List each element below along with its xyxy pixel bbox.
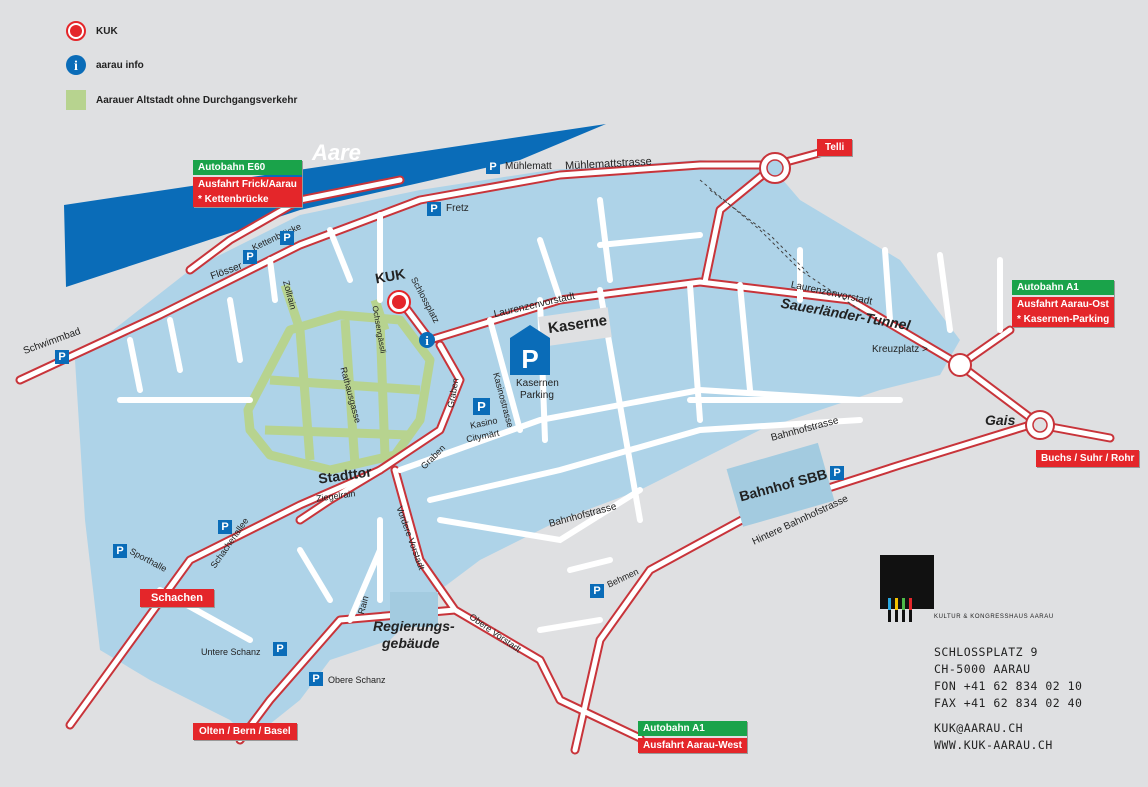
secondary-roads — [117, 197, 1003, 643]
place-gais: Gais — [985, 412, 1016, 428]
kasernen-parking-icon: P — [510, 325, 550, 375]
contact-block: SCHLOSSPLATZ 9 CH-5000 AARAU FON +41 62 … — [934, 644, 1082, 712]
legend-info-label: aarau info — [96, 59, 144, 71]
parking-kasernen-label-2: Parking — [520, 390, 554, 401]
sign-olten: Olten / Bern / Basel — [193, 723, 297, 740]
parking-fretz-label: Fretz — [446, 203, 469, 214]
parking-icon-kettenbruecke: P — [280, 231, 294, 245]
parking-icon-floesser: P — [243, 250, 257, 264]
info-icon: i — [66, 55, 86, 75]
roundabout-gais — [1025, 410, 1055, 440]
place-regierung-2: gebäude — [382, 635, 440, 651]
sign-a1-ost-exit1: Ausfahrt Aarau-Ost — [1012, 297, 1115, 312]
parking-muehlematt-label: Mühlematt — [505, 161, 552, 172]
parking-obere-label: Obere Schanz — [328, 675, 386, 685]
contact-address: SCHLOSSPLATZ 9 — [934, 645, 1038, 659]
parking-icon-kasino: P — [473, 398, 490, 415]
sign-e60-title: Autobahn E60 — [193, 160, 302, 175]
sign-autobahn-a1-ost: Autobahn A1 Ausfahrt Aarau-Ost * Kaserne… — [1012, 280, 1115, 327]
sign-autobahn-a1-west: Autobahn A1 Ausfahrt Aarau-West — [638, 721, 747, 753]
sign-telli: Telli — [817, 139, 853, 156]
parking-icon-untere: P — [273, 642, 287, 656]
legend-info: i aarau info — [66, 54, 144, 76]
legend-altstadt: Aarauer Altstadt ohne Durchgangsverkehr — [66, 89, 297, 111]
contact-fax: FAX +41 62 834 02 40 — [934, 696, 1083, 710]
contact-phone: FON +41 62 834 02 10 — [934, 679, 1083, 693]
parking-icon-obere: P — [309, 672, 323, 686]
sign-a1-west-title: Autobahn A1 — [638, 721, 747, 736]
logo-caption: KULTUR & KONGRESSHAUS AARAU — [934, 614, 1054, 620]
sign-e60-exit1: Ausfahrt Frick/Aarau — [193, 177, 302, 192]
legend-kuk: KUK — [66, 20, 118, 42]
parking-icon-sporthalle: P — [113, 544, 127, 558]
parking-kasernen-label-1: Kasernen — [516, 378, 559, 389]
sign-a1-ost-title: Autobahn A1 — [1012, 280, 1115, 295]
sign-autobahn-e60: Autobahn E60 Ausfahrt Frick/Aarau * Kett… — [193, 160, 302, 207]
contact-email[interactable]: KUK@AARAU.CH — [934, 721, 1024, 735]
kuk-marker — [387, 290, 411, 314]
contact-online: KUK@AARAU.CH WWW.KUK-AARAU.CH — [934, 720, 1053, 754]
parking-icon-bahnhof: P — [830, 466, 844, 480]
sign-buchs: Buchs / Suhr / Rohr — [1036, 450, 1140, 467]
info-marker: i — [419, 332, 435, 348]
sign-a1-west-exit: Ausfahrt Aarau-West — [638, 738, 747, 753]
contact-city: CH-5000 AARAU — [934, 662, 1031, 676]
sign-a1-ost-exit2: * Kasernen-Parking — [1012, 312, 1115, 327]
sign-e60-exit2: * Kettenbrücke — [193, 192, 302, 207]
contact-website[interactable]: WWW.KUK-AARAU.CH — [934, 738, 1053, 752]
sign-buchs-label: Buchs / Suhr / Rohr — [1036, 450, 1140, 467]
sign-schachen-label: Schachen — [140, 589, 214, 607]
parking-icon-muehlematt: P — [486, 160, 500, 174]
sign-telli-label: Telli — [817, 139, 853, 156]
kuk-marker-icon — [66, 21, 86, 41]
altstadt-zone — [243, 283, 435, 475]
roundabout-telli — [759, 152, 791, 184]
svg-text:P: P — [521, 344, 538, 374]
river-label: Aare — [312, 140, 361, 165]
kaserne-box — [538, 307, 612, 347]
legend-kuk-label: KUK — [96, 25, 118, 37]
parking-icon-behmen: P — [590, 584, 604, 598]
svg-text:i: i — [425, 333, 429, 348]
tunnel-line — [699, 179, 861, 311]
river-aare — [64, 124, 606, 287]
sign-olten-label: Olten / Bern / Basel — [193, 723, 297, 740]
place-regierung-1: Regierungs- — [373, 618, 455, 634]
parking-icon-fretz: P — [427, 202, 441, 216]
parking-icon-ziegelrain: P — [218, 520, 232, 534]
bahnhof-block — [726, 442, 835, 527]
place-kreuzplatz: Kreuzplatz > — [872, 344, 928, 355]
sign-schachen: Schachen — [140, 589, 214, 607]
regierung-block — [390, 592, 438, 627]
svg-text:i: i — [74, 59, 78, 74]
kuk-logo — [880, 555, 934, 622]
kreuzplatz-junction — [948, 353, 972, 377]
altstadt-swatch — [66, 90, 86, 110]
parking-untere-label: Untere Schanz — [201, 647, 261, 657]
parking-icon-schwimmbad: P — [55, 350, 69, 364]
legend-altstadt-label: Aarauer Altstadt ohne Durchgangsverkehr — [96, 94, 298, 106]
